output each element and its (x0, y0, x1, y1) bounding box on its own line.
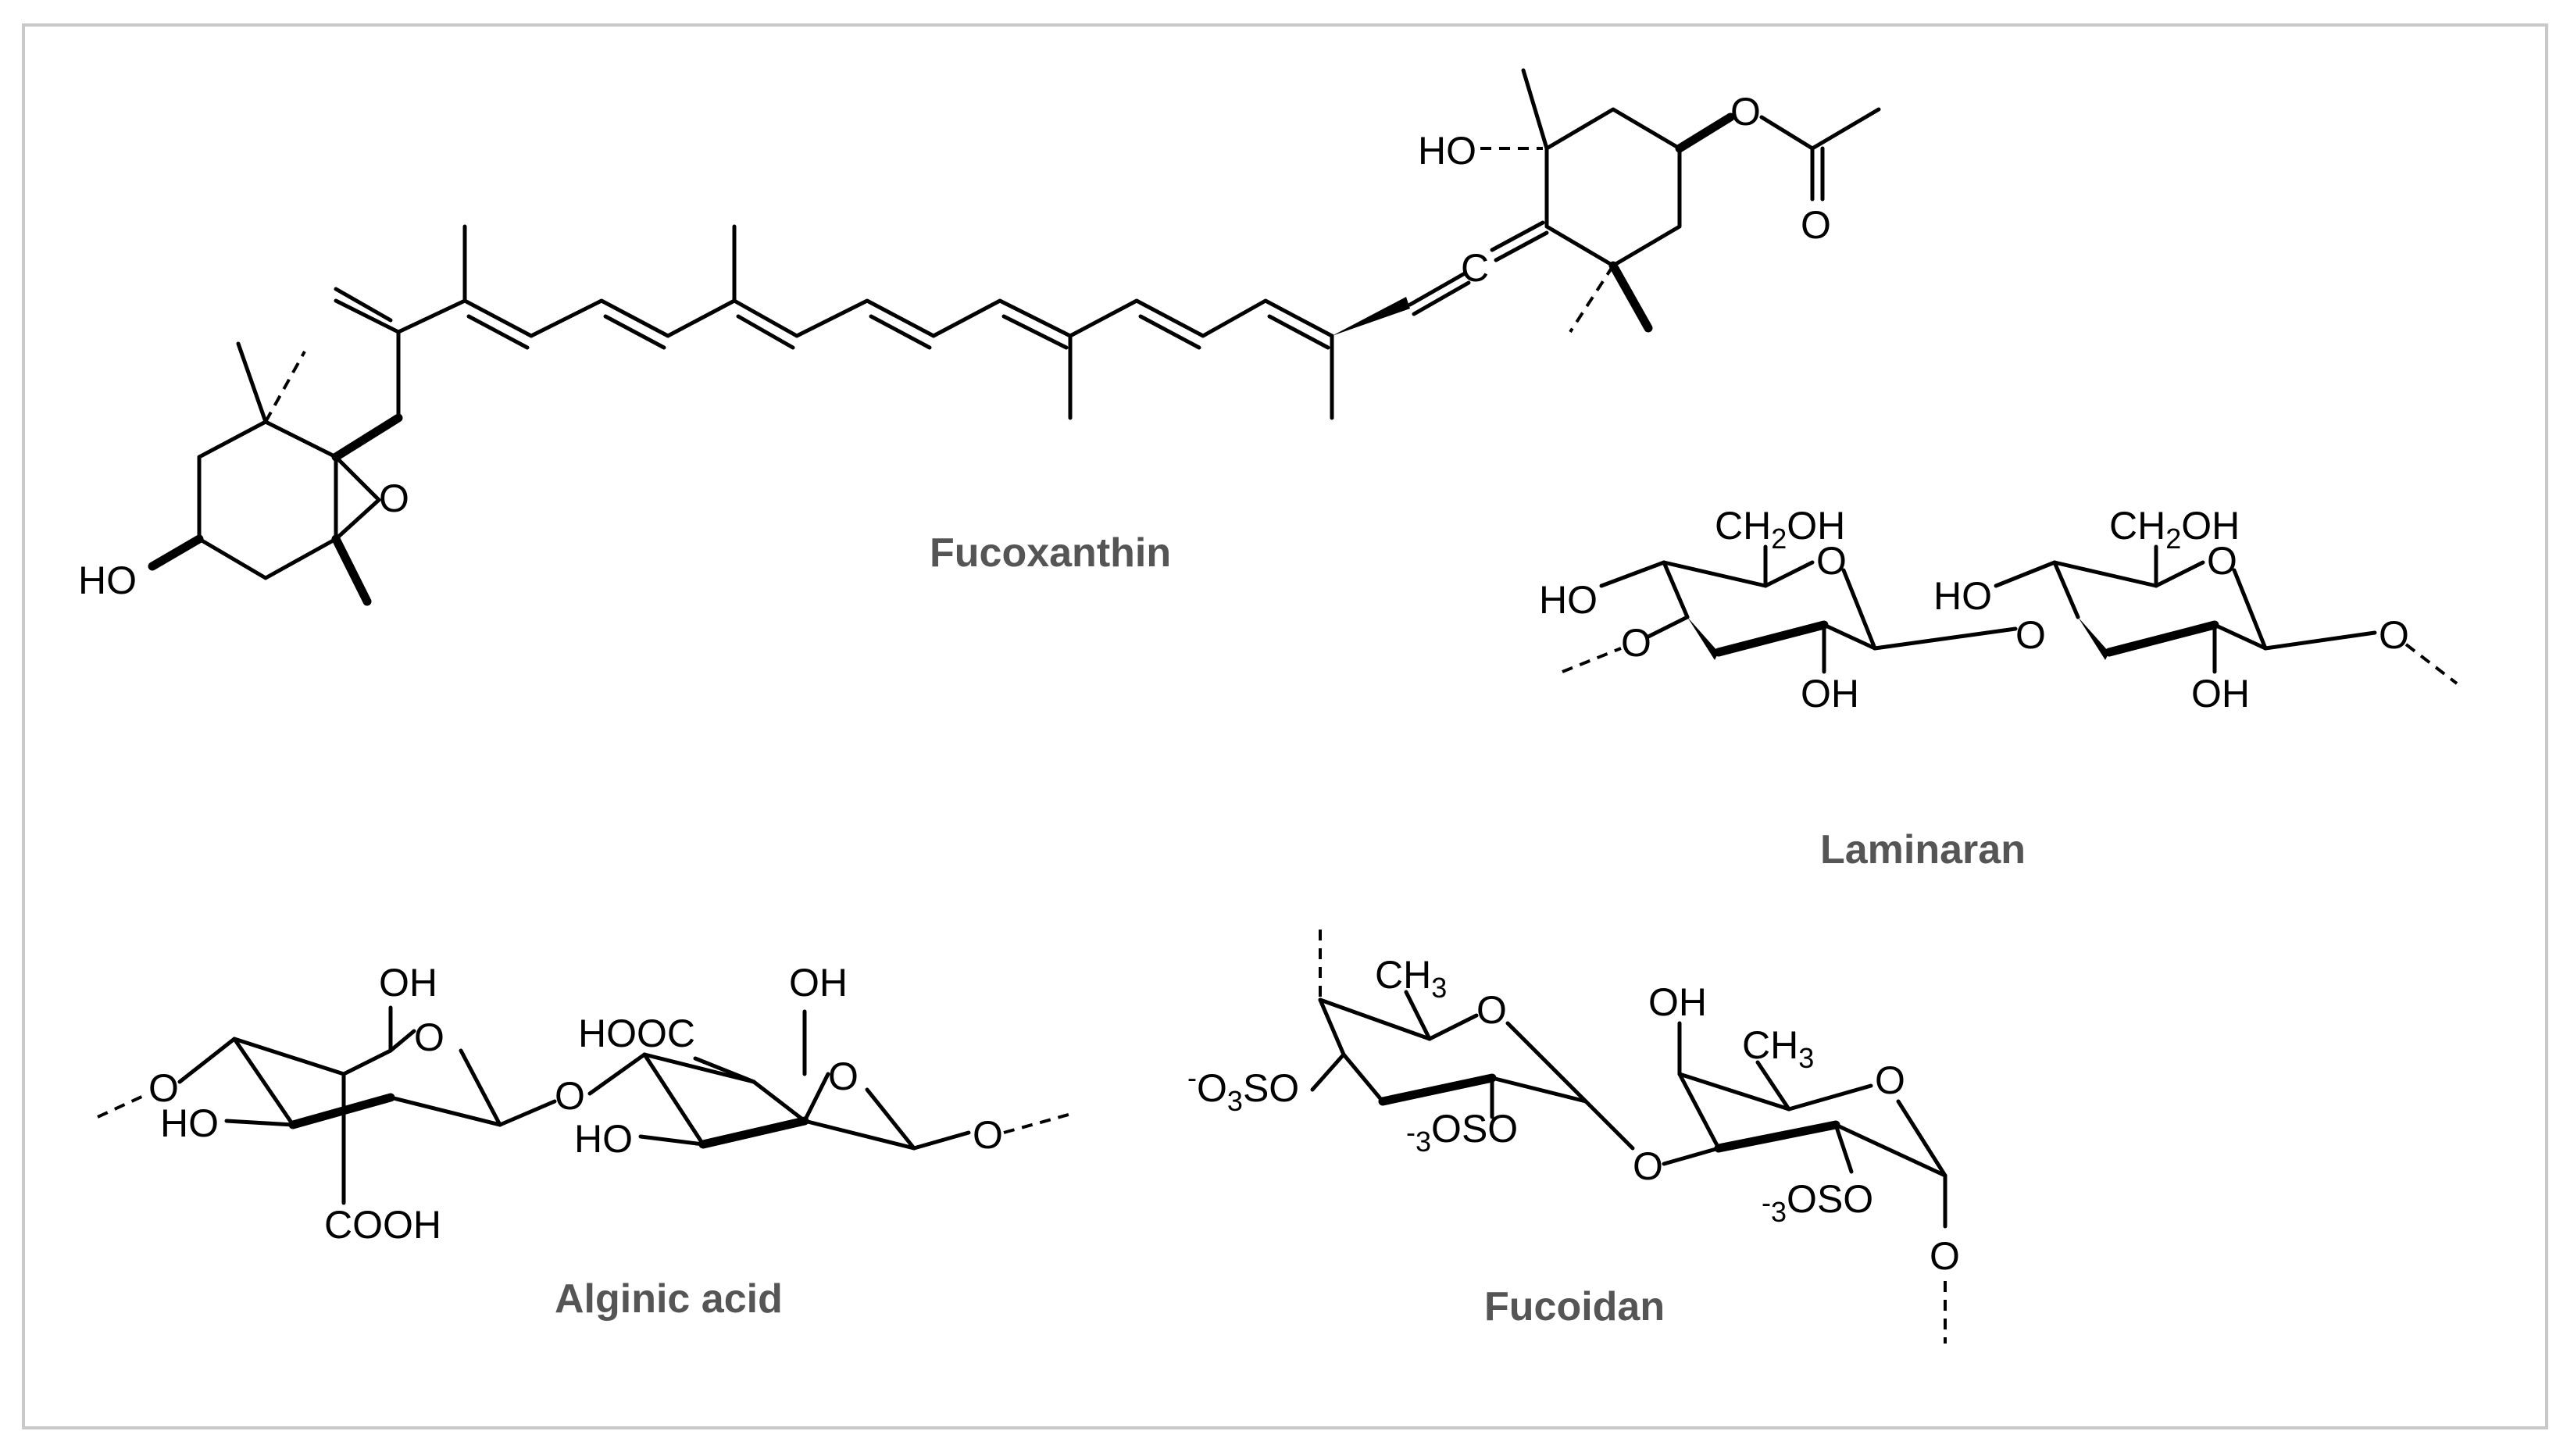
fucoxanthin-epoxide-o: O (379, 476, 409, 520)
laminaran-oh-1: OH (1801, 672, 1859, 716)
laminaran-ring-o-1: O (1816, 539, 1847, 583)
alginic-link-o-left: O (148, 1066, 179, 1110)
fucoidan-oso3-3: -3OSO (1762, 1177, 1873, 1228)
fucoxanthin-ester-o: O (1730, 90, 1761, 134)
fucoidan-ch3-1: CH3 (1375, 953, 1447, 1004)
laminaran-ring-o-2: O (2207, 539, 2237, 583)
fucoidan-ring-o-1: O (1476, 988, 1507, 1032)
fucoidan-oh: OH (1648, 980, 1707, 1024)
caption-laminaran: Laminaran (1820, 827, 2026, 873)
figure-frame (22, 23, 2548, 1429)
fucoxanthin-structure: HO O (78, 68, 1881, 606)
fucoxanthin-ho-left: HO (78, 558, 137, 602)
laminaran-ho-2: HO (1933, 574, 1992, 618)
caption-fucoxanthin: Fucoxanthin (930, 530, 1171, 576)
alginic-ho-1: HO (160, 1101, 219, 1145)
fucoidan-ch3-2: CH3 (1742, 1023, 1814, 1074)
alginic-link-o-mid: O (555, 1074, 585, 1118)
alginic-oh-1: OH (379, 961, 437, 1005)
caption-alginic-acid: Alginic acid (555, 1276, 783, 1322)
fucoidan-oso3-2: -3OSO (1406, 1107, 1518, 1158)
caption-fucoidan: Fucoidan (1484, 1284, 1665, 1329)
laminaran-structure: O HO O CH2OH OH O HO O (1539, 504, 2458, 873)
fucoidan-oso3-1: -O3SO (1187, 1062, 1299, 1117)
fucoidan-structure: O CH3 -O3SO -3OSO O OH CH3 O -3OS (1187, 930, 1960, 1344)
fucoidan-link-o-bottom: O (1930, 1234, 1960, 1278)
alginic-ring-o-2: O (828, 1055, 859, 1098)
fucoxanthin-allene-c: C (1461, 246, 1489, 290)
laminaran-link-o-right: O (2379, 613, 2409, 657)
alginic-acid-structure: O O OH HO COOH O HOOC (97, 961, 1075, 1322)
laminaran-oh-2: OH (2191, 672, 2250, 716)
laminaran-ch2oh-1: CH2OH (1715, 504, 1845, 555)
laminaran-link-o-mid: O (2015, 613, 2046, 657)
laminaran-ch2oh-2: CH2OH (2109, 504, 2240, 555)
alginic-cooh: COOH (324, 1203, 441, 1247)
fucoidan-link-o-mid: O (1633, 1144, 1663, 1188)
fucoxanthin-carbonyl-o: O (1801, 203, 1831, 247)
alginic-link-o-right: O (973, 1113, 1003, 1157)
laminaran-link-o-left: O (1621, 621, 1651, 665)
alginic-ring-o-1: O (414, 1015, 444, 1059)
laminaran-ho-1: HO (1539, 578, 1598, 622)
alginic-hooc: HOOC (578, 1012, 695, 1055)
fucoidan-ring-o-2: O (1875, 1058, 1905, 1102)
alginic-oh-2: OH (789, 961, 848, 1005)
alginic-ho-2: HO (574, 1117, 633, 1161)
fucoxanthin-ho-top: HO (1418, 129, 1476, 173)
